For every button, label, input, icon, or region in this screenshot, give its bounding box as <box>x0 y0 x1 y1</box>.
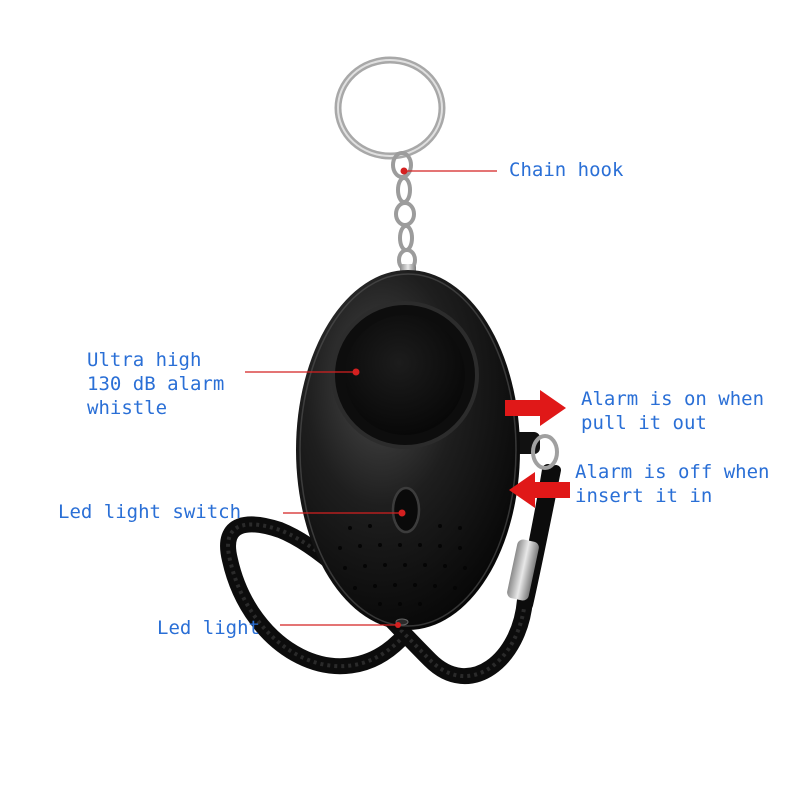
speaker-holes <box>338 524 467 606</box>
led-switch-button <box>391 486 421 534</box>
label-alarm-whistle: Ultra high 130 dB alarm whistle <box>87 349 225 419</box>
label-led-switch: Led light switch <box>58 501 242 523</box>
label-chain-hook: Chain hook <box>509 159 624 181</box>
label-alarm-off: Alarm is off when insert it in <box>575 461 770 507</box>
arrow-pull-out-icon <box>505 390 566 426</box>
strap-clip <box>507 539 539 601</box>
leader-lines <box>245 170 497 626</box>
arrow-insert-in-icon <box>509 472 570 508</box>
label-alarm-on: Alarm is on when pull it out <box>581 388 765 434</box>
label-led-light: Led light <box>157 617 260 639</box>
chain <box>391 151 417 272</box>
